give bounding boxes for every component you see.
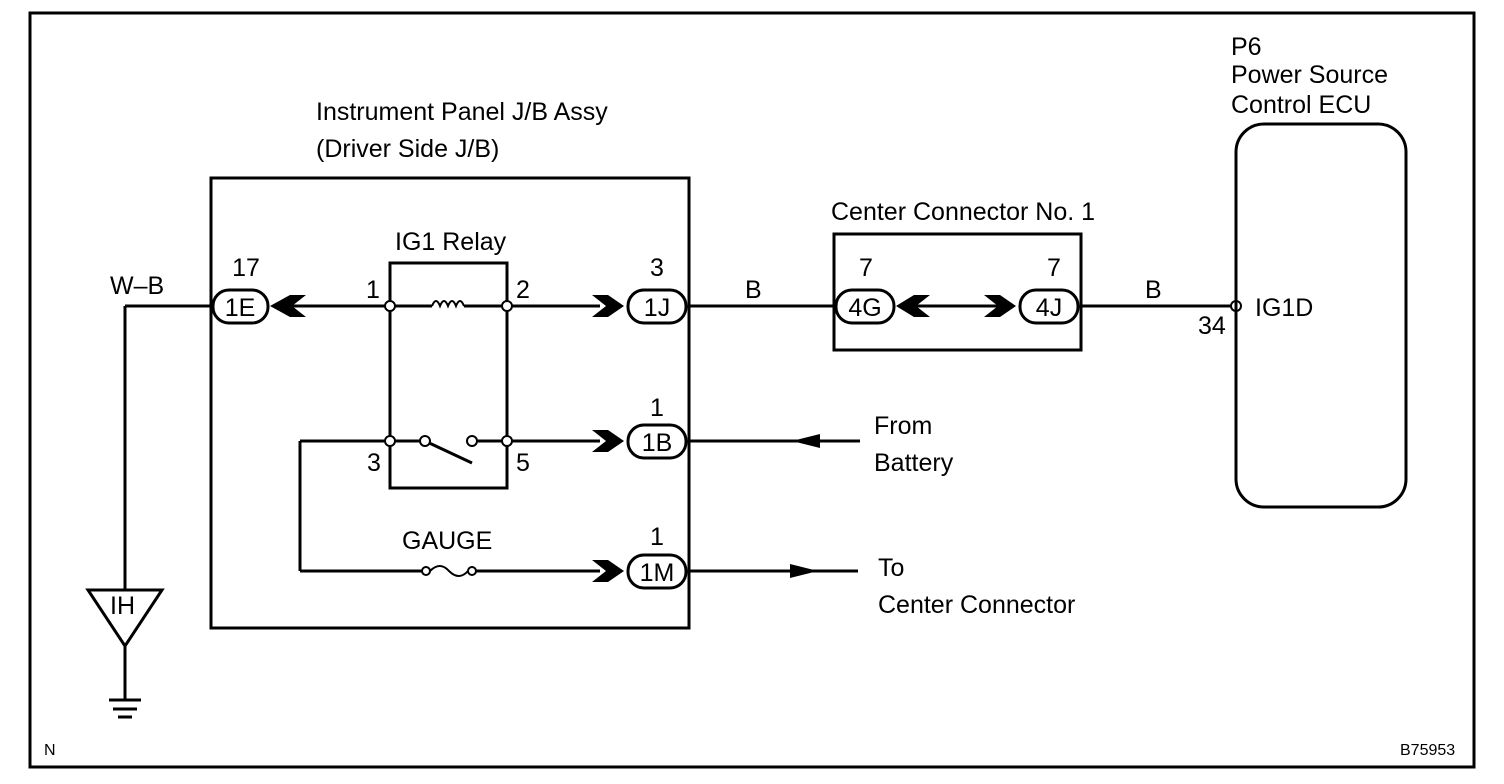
- connector-1b-pin: 1: [650, 394, 664, 422]
- from-battery-line1: From: [874, 412, 932, 440]
- connector-1b: [626, 423, 688, 460]
- relay-pin2-node: [501, 300, 513, 312]
- ground-triangle: [85, 588, 165, 649]
- relay-label: IG1 Relay: [395, 228, 507, 256]
- connector-4j-pin: 7: [1047, 254, 1061, 282]
- ground-label: IH: [110, 592, 135, 620]
- center-connector-box: [832, 232, 1083, 352]
- ecu-box: [1234, 122, 1408, 509]
- connector-4g-terminal: [896, 295, 930, 317]
- connector-1m-name: 1M: [640, 559, 675, 587]
- ecu-terminal-label: IG1D: [1255, 294, 1313, 322]
- connector-1e-pin: 17: [232, 254, 260, 282]
- connector-1m-pin: 1: [650, 523, 664, 551]
- wire-b-right-label: B: [1145, 276, 1162, 304]
- connector-4g-name: 4G: [848, 294, 881, 322]
- connector-1m-terminal: [592, 560, 624, 582]
- junction-block-box: [209, 176, 691, 630]
- switch-contact-a: [419, 435, 431, 447]
- gauge-fuse-symbol: [429, 565, 469, 577]
- connector-4j-name: 4J: [1036, 294, 1062, 322]
- connector-1e-terminal: [270, 295, 306, 317]
- connector-1j-name: 1J: [644, 294, 670, 322]
- connector-1j: [626, 288, 688, 325]
- jb-title-line2: (Driver Side J/B): [316, 135, 499, 163]
- relay-coil-symbol: [431, 300, 465, 309]
- connector-1m: [626, 553, 688, 590]
- battery-arrow: [792, 434, 820, 448]
- figure-code: B75953: [1400, 742, 1455, 759]
- relay-pin1-label: 1: [366, 276, 380, 304]
- relay-switch-blade: [424, 439, 473, 465]
- ecu-pin-label: 34: [1198, 312, 1226, 340]
- connector-4j-terminal: [984, 295, 1016, 317]
- relay-pin3-label: 3: [367, 449, 381, 477]
- connector-1j-terminal: [592, 295, 624, 317]
- ig1-relay-box: [388, 261, 509, 490]
- connector-1e-name: 1E: [225, 294, 256, 322]
- wire-b-left-label: B: [745, 276, 762, 304]
- connector-1b-name: 1B: [642, 429, 673, 457]
- to-center-line2: Center Connector: [878, 591, 1075, 619]
- connector-1b-terminal: [592, 430, 624, 452]
- outer-frame: [28, 11, 1476, 769]
- wire-wb-label: W–B: [110, 272, 164, 300]
- center-connector-title: Center Connector No. 1: [831, 198, 1095, 226]
- connector-4g: [834, 288, 896, 325]
- connector-4j: [1018, 288, 1080, 325]
- relay-pin1-node: [384, 300, 396, 312]
- connector-4g-pin: 7: [859, 254, 873, 282]
- ecu-title-line1: P6: [1231, 33, 1262, 61]
- corner-n-label: N: [44, 742, 56, 759]
- connector-1e: [211, 288, 270, 325]
- ecu-title-line3: Control ECU: [1231, 91, 1371, 119]
- relay-pin3-node: [384, 435, 396, 447]
- from-battery-line2: Battery: [874, 449, 954, 477]
- connector-1j-pin: 3: [650, 254, 664, 282]
- to-center-line1: To: [878, 554, 904, 582]
- gauge-label: GAUGE: [402, 527, 492, 555]
- switch-contact-b: [466, 435, 478, 447]
- relay-pin2-label: 2: [516, 276, 530, 304]
- jb-title-line1: Instrument Panel J/B Assy: [316, 98, 608, 126]
- ecu-title-line2: Power Source: [1231, 61, 1388, 89]
- fuse-node-left: [421, 566, 431, 576]
- relay-pin5-node: [501, 435, 513, 447]
- to-center-arrow: [790, 564, 818, 578]
- fuse-node-right: [467, 566, 477, 576]
- relay-pin5-label: 5: [516, 449, 530, 477]
